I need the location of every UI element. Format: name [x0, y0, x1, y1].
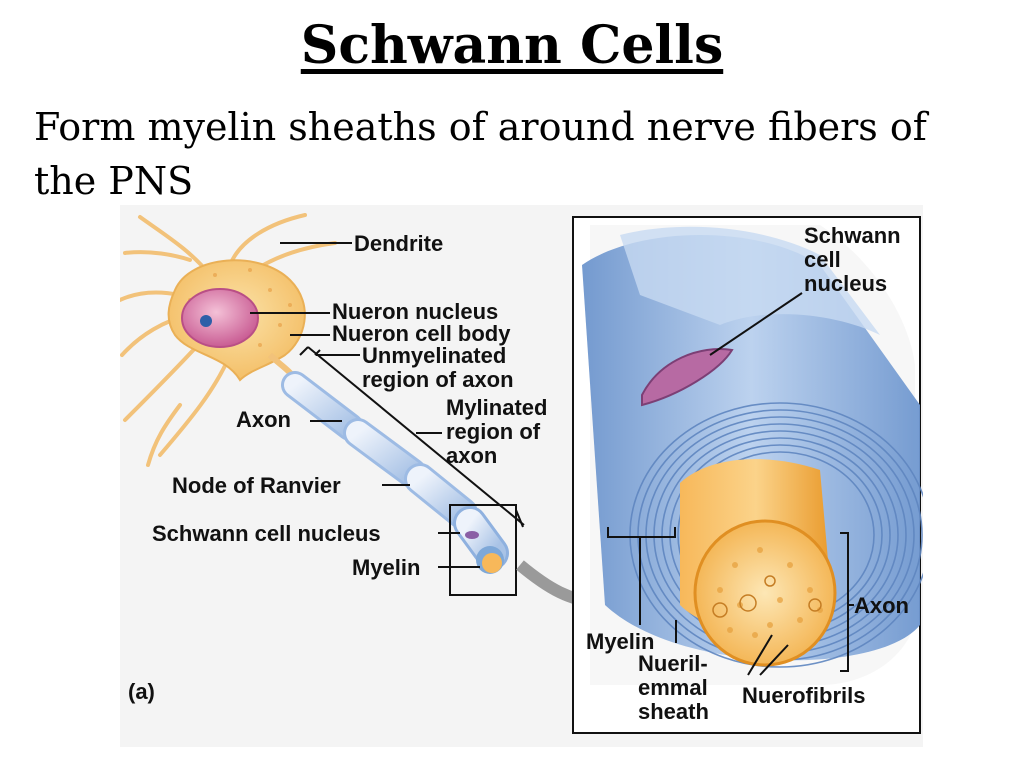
label-schwann-cell-nucleus-left: Schwann cell nucleus [152, 521, 381, 546]
label-axon: Axon [236, 407, 291, 432]
magnify-box [449, 504, 517, 596]
label-neurilemma-1: Nueril- [638, 651, 708, 676]
label-neurilemma-2: emmal [638, 675, 708, 700]
label-neurofibrils: Nuerofibrils [742, 683, 865, 708]
label-myelinated-3: axon [446, 443, 497, 468]
label-node-of-ranvier: Node of Ranvier [172, 473, 341, 498]
label-neurilemma-3: sheath [638, 699, 709, 724]
label-neuron-nucleus: Nueron nucleus [332, 299, 498, 324]
label-schwann-1: Schwann [804, 223, 901, 248]
label-neuron-cell-body: Nueron cell body [332, 321, 511, 346]
label-axon-right: Axon [854, 593, 909, 618]
slide-title: Schwann Cells [300, 15, 724, 76]
axon-cross-section [693, 519, 837, 667]
neuron-nucleus [181, 288, 259, 348]
slide-body-text: Form myelin sheaths of around nerve fibe… [34, 105, 927, 203]
neuron-illustration [120, 213, 616, 619]
panel-label: (a) [128, 679, 155, 704]
label-myelinated-1: Mylinated [446, 395, 547, 420]
label-unmyelinated-2: region of axon [362, 367, 514, 392]
cross-section-detail [572, 216, 923, 734]
label-schwann-3: nucleus [804, 271, 887, 296]
label-unmyelinated-1: Unmyelinated [362, 343, 506, 368]
label-myelin-left: Myelin [352, 555, 420, 580]
schwann-cell-diagram: Dendrite Nueron nucleus Nueron cell body… [120, 205, 923, 747]
label-myelinated-2: region of [446, 419, 541, 444]
label-myelin-right: Myelin [586, 629, 654, 654]
label-dendrite: Dendrite [354, 231, 443, 256]
label-schwann-2: cell [804, 247, 841, 272]
